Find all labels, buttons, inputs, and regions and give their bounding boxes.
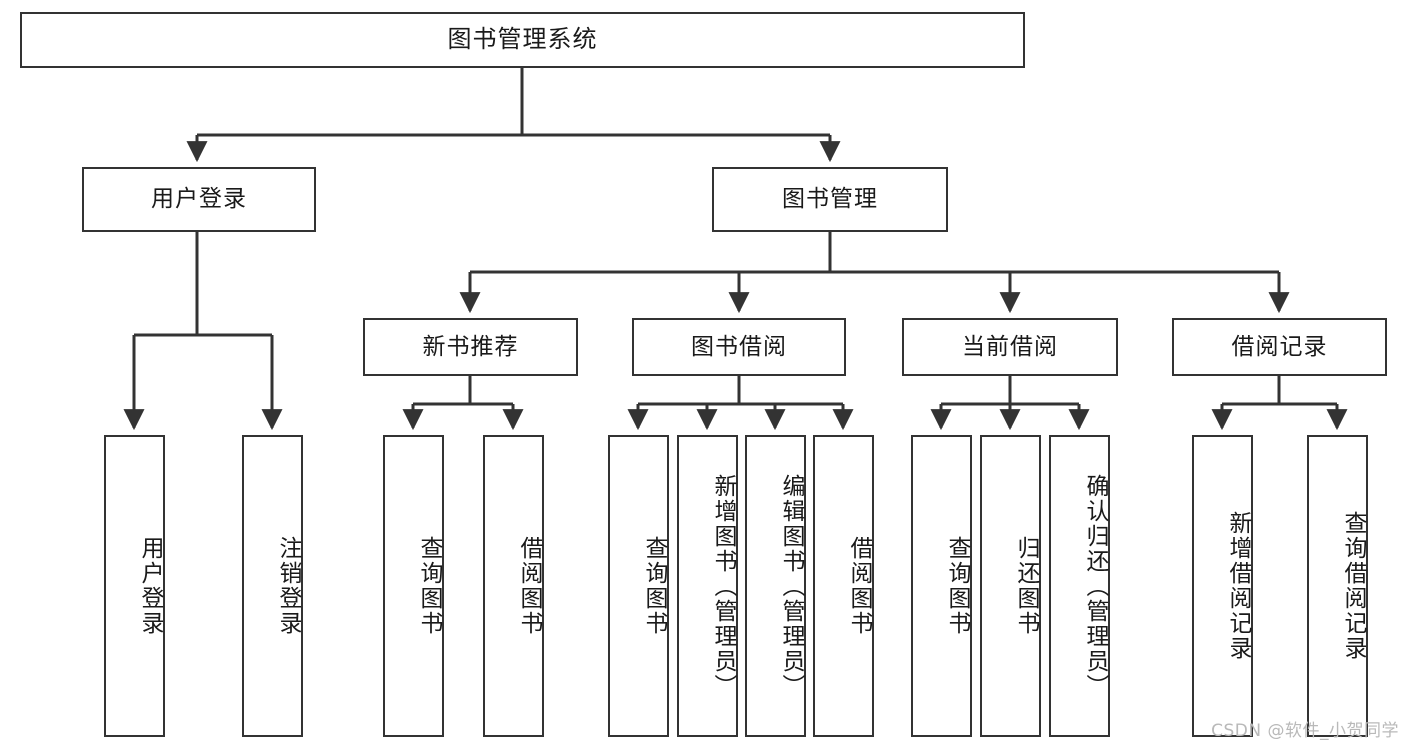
node-leaf-query-book-current[interactable]: 查询图书 <box>911 435 972 737</box>
node-leaf-edit-book[interactable]: 编辑图书（管理员） <box>745 435 806 737</box>
node-leaf-return-book[interactable]: 归还图书 <box>980 435 1041 737</box>
node-book-management[interactable]: 图书管理 <box>712 167 948 232</box>
node-leaf-add-book[interactable]: 新增图书（管理员） <box>677 435 738 737</box>
node-leaf-query-book-borrow[interactable]: 查询图书 <box>608 435 669 737</box>
node-leaf-borrow-book-recommend[interactable]: 借阅图书 <box>483 435 544 737</box>
node-leaf-query-record[interactable]: 查询借阅记录 <box>1307 435 1368 737</box>
node-new-book-recommend[interactable]: 新书推荐 <box>363 318 578 376</box>
node-leaf-confirm-return[interactable]: 确认归还（管理员） <box>1049 435 1110 737</box>
node-user-login[interactable]: 用户登录 <box>82 167 316 232</box>
node-current-borrow[interactable]: 当前借阅 <box>902 318 1118 376</box>
node-root-system[interactable]: 图书管理系统 <box>20 12 1025 68</box>
node-borrow-record[interactable]: 借阅记录 <box>1172 318 1387 376</box>
node-leaf-query-book-recommend[interactable]: 查询图书 <box>383 435 444 737</box>
node-leaf-add-record[interactable]: 新增借阅记录 <box>1192 435 1253 737</box>
node-book-borrow[interactable]: 图书借阅 <box>632 318 846 376</box>
node-leaf-user-logout[interactable]: 注销登录 <box>242 435 303 737</box>
node-leaf-user-login[interactable]: 用户登录 <box>104 435 165 737</box>
node-leaf-borrow-book[interactable]: 借阅图书 <box>813 435 874 737</box>
